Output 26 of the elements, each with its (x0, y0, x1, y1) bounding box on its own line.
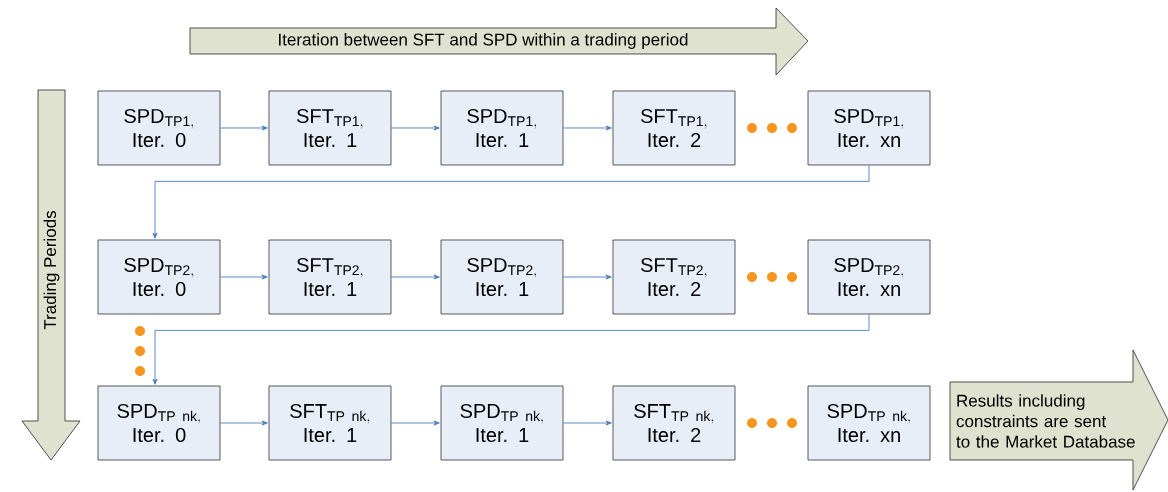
arrow (562, 420, 612, 426)
process-box: $\mathrm{SPD}_{\mathrm{TP\ nk,}}$ Iter. 0 (97, 385, 221, 461)
process-box: $\mathrm{SFT}_{\mathrm{TP1,}}$ Iter. 2 (612, 90, 736, 166)
arrow (562, 274, 612, 280)
process-box: $\mathrm{SPD}_{\mathrm{TP1,}}$ Iter. 1 (440, 90, 564, 166)
arrow (219, 125, 268, 131)
process-box: $\mathrm{SPD}_{\mathrm{TP2,}}$ Iter. 1 (440, 239, 564, 315)
process-box: $\mathrm{SFT}_{\mathrm{TP\ nk,}}$ Iter. 2 (612, 385, 736, 461)
arrow (219, 274, 268, 280)
process-box: $\mathrm{SPD}_{\mathrm{TP1,}}$ Iter. xn (807, 90, 931, 166)
process-box: $\mathrm{SPD}_{\mathrm{TP1,}}$ Iter. 0 (97, 90, 221, 166)
process-box: $\mathrm{SFT}_{\mathrm{TP2,}}$ Iter. 1 (268, 239, 392, 315)
arrow (219, 420, 268, 426)
arrow (390, 125, 440, 131)
process-box: $\mathrm{SPD}_{\mathrm{TP\ nk,}}$ Iter. 1 (440, 385, 564, 461)
arrow (390, 274, 440, 280)
process-box: $\mathrm{SPD}_{\mathrm{TP2,}}$ Iter. 0 (97, 239, 221, 315)
arrow (562, 125, 612, 131)
process-box: $\mathrm{SFT}_{\mathrm{TP2,}}$ Iter. 2 (612, 239, 736, 315)
process-box: $\mathrm{SPD}_{\mathrm{TP2,}}$ Iter. xn (807, 239, 931, 315)
process-box: $\mathrm{SFT}_{\mathrm{TP1,}}$ Iter. 1 (268, 90, 392, 166)
arrow (152, 164, 870, 239)
process-box: $\mathrm{SPD}_{\mathrm{TP\ nk,}}$ Iter. xn (807, 385, 931, 461)
arrow (390, 420, 440, 426)
process-box: $\mathrm{SFT}_{\mathrm{TP\ nk,}}$ Iter. 1 (268, 385, 392, 461)
arrow (152, 313, 870, 385)
